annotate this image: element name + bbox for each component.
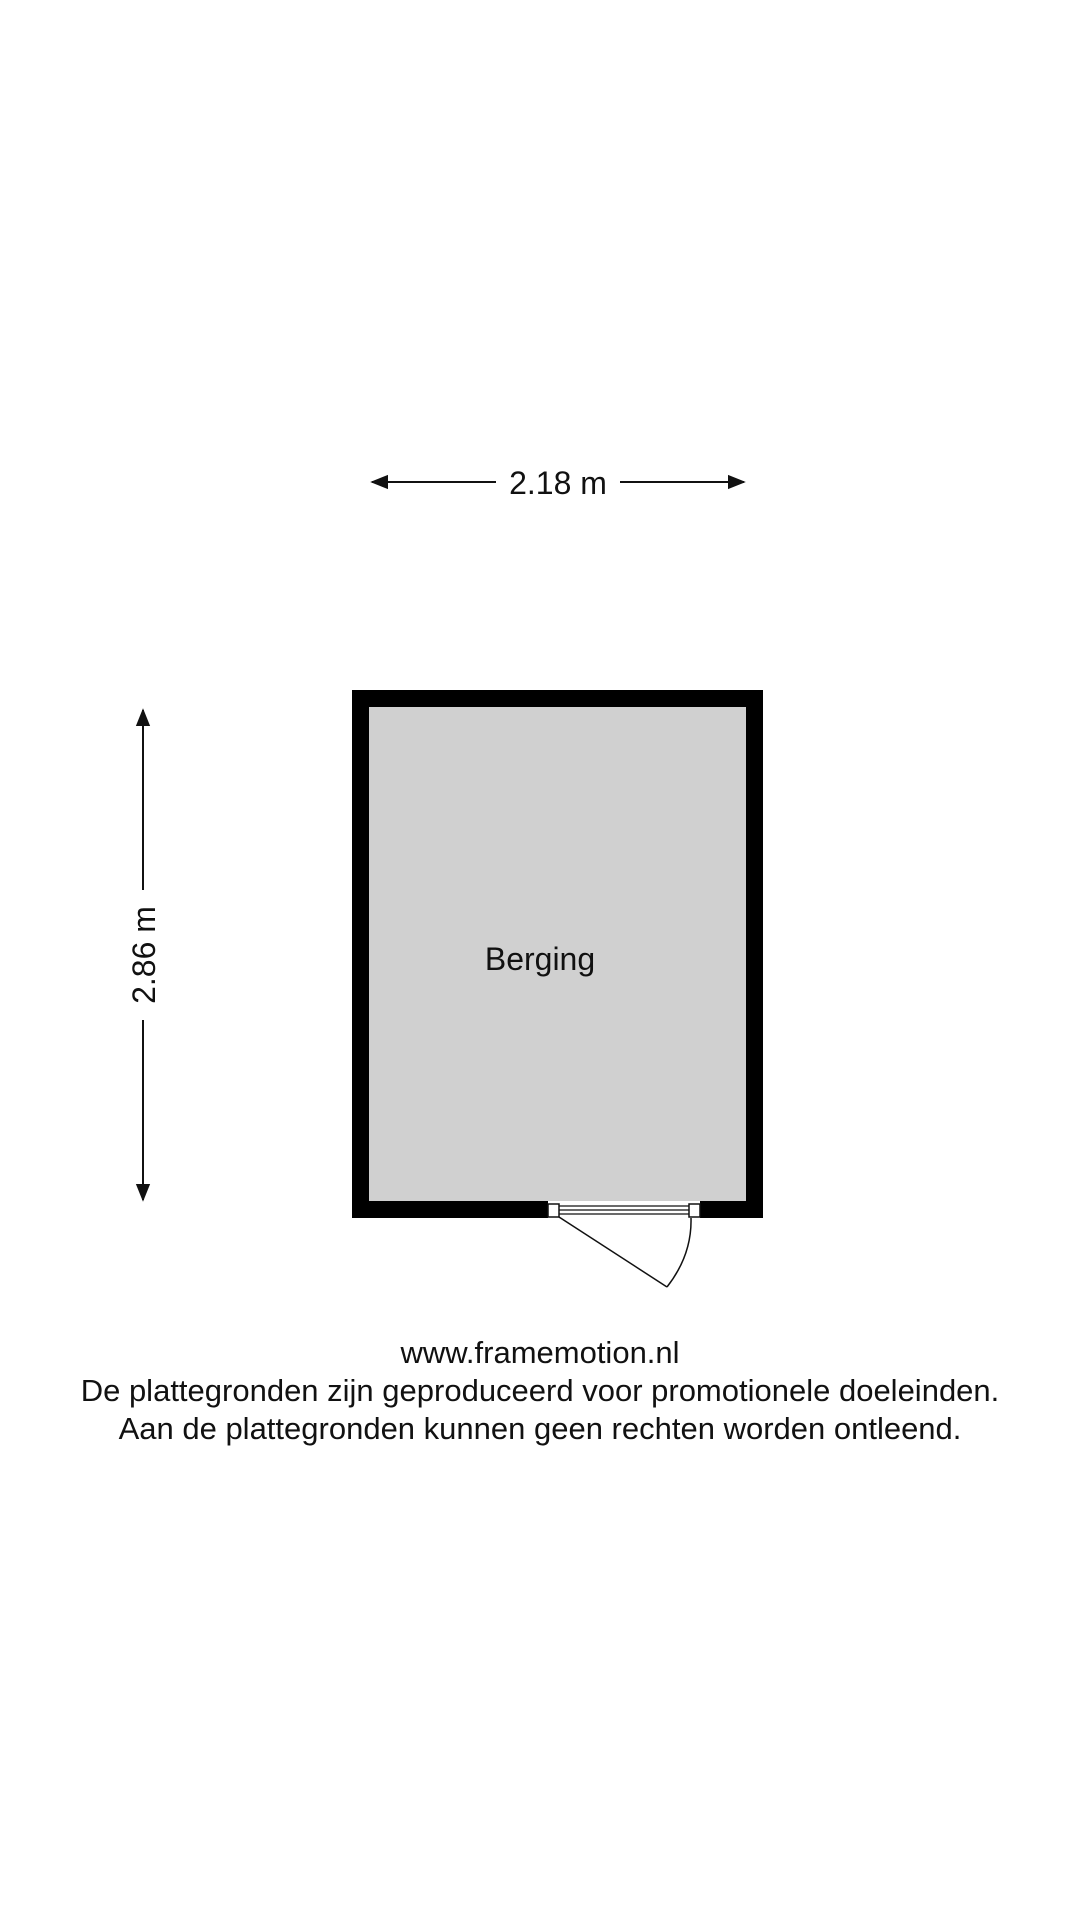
room-label: Berging xyxy=(485,941,595,977)
footer-disclaimer: www.framemotion.nl De plattegronden zijn… xyxy=(0,1334,1080,1448)
footer-url: www.framemotion.nl xyxy=(400,1335,680,1370)
height-dimension: 2.86 m xyxy=(126,708,162,1202)
door xyxy=(547,1201,701,1288)
height-dimension-label: 2.86 m xyxy=(126,906,162,1004)
width-dimension-label: 2.18 m xyxy=(509,465,607,501)
width-dimension: 2.18 m xyxy=(370,465,746,501)
room-berging: Berging xyxy=(352,690,763,1218)
door-leaf xyxy=(558,1216,668,1288)
footer-line-2: Aan de plattegronden kunnen geen rechten… xyxy=(118,1411,962,1446)
footer-line-1: De plattegronden zijn geproduceerd voor … xyxy=(80,1373,1000,1408)
room-floor xyxy=(369,707,746,1201)
door-swing-arc xyxy=(666,1217,692,1288)
door-jamb-left xyxy=(547,1203,560,1218)
door-jamb-right xyxy=(688,1203,701,1218)
